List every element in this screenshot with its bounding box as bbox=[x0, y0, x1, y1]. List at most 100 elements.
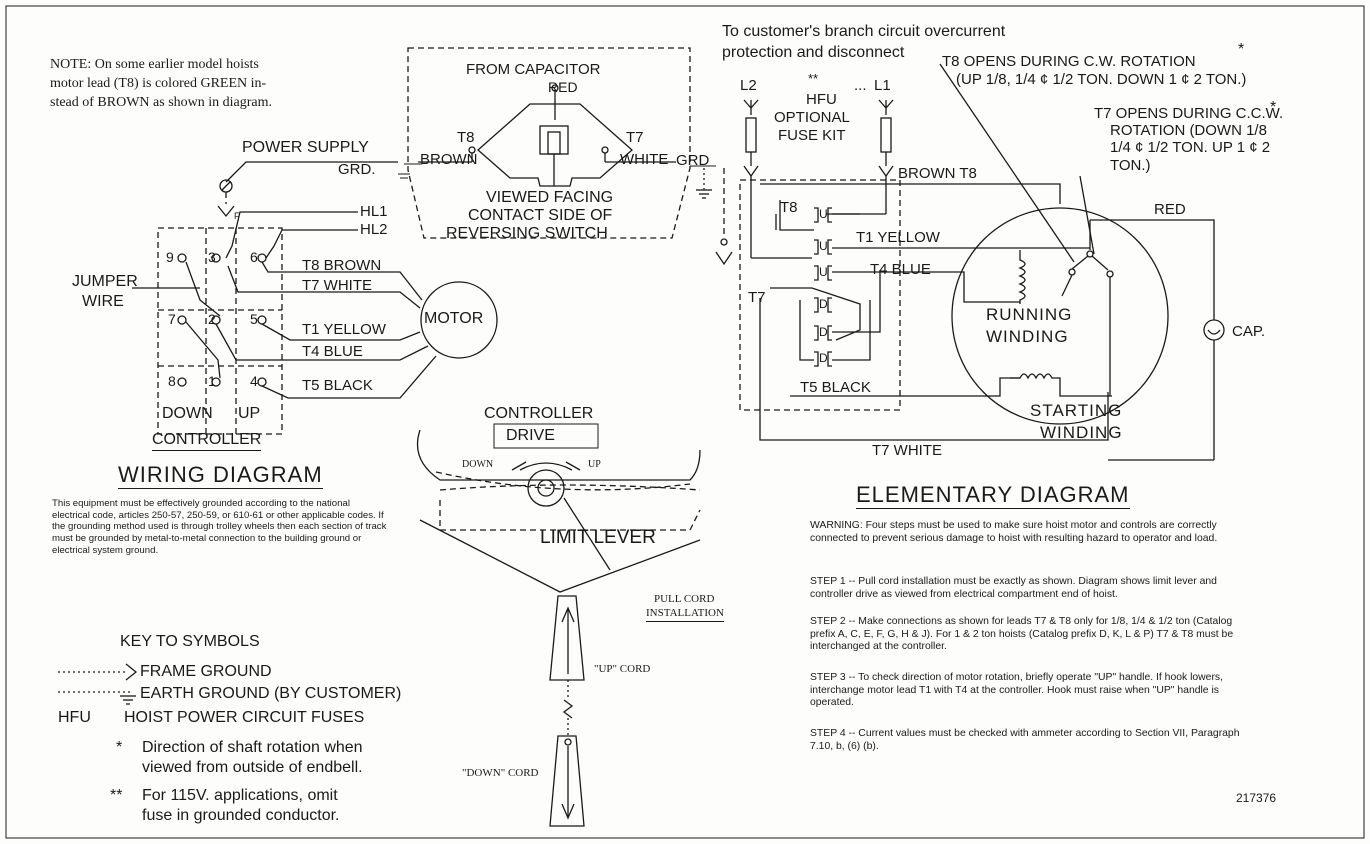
controller-label: CONTROLLER bbox=[152, 432, 262, 451]
warning-step4: STEP 4 -- Current values must be checked… bbox=[810, 728, 1240, 752]
note-line1: NOTE: On some earlier model hoists bbox=[50, 57, 259, 72]
asterisk-desc-line2: viewed from outside of endbell. bbox=[142, 759, 363, 776]
elem-t7-white-label: T7 WHITE bbox=[872, 442, 942, 459]
branch-circuit-note-line2: protection and disconnect bbox=[722, 44, 905, 61]
t7-opens-note-line1: T7 OPENS DURING C.C.W. bbox=[1094, 105, 1284, 122]
part-number: 217376 bbox=[1236, 791, 1277, 805]
warning-step2: STEP 2 -- Make connections as shown for … bbox=[810, 616, 1234, 653]
note-line3: stead of BROWN as shown in diagram. bbox=[50, 95, 273, 110]
elem-hfu-label: HFU bbox=[806, 91, 837, 108]
warning-intro: WARNING: Four steps must be used to make… bbox=[810, 520, 1218, 544]
elem-brown-t8-label: BROWN T8 bbox=[898, 165, 977, 182]
pull-cord-label-line1: PULL CORD bbox=[654, 593, 715, 605]
jumper-wire-label-line2: WIRE bbox=[82, 293, 124, 310]
lead-t8-brown: T8 BROWN bbox=[302, 257, 382, 274]
motor-label: MOTOR bbox=[424, 310, 484, 327]
grd-label-left: GRD. bbox=[338, 161, 376, 178]
elem-double-asterisk: ** bbox=[808, 71, 819, 86]
contact-u3: U bbox=[819, 265, 828, 279]
frame-ground-f-mark: F bbox=[234, 211, 240, 221]
grd-label-right: GRD bbox=[676, 152, 710, 169]
lead-t4-blue: T4 BLUE bbox=[302, 343, 363, 360]
terminal-7: 7 bbox=[168, 311, 176, 327]
contact-u2: U bbox=[819, 239, 828, 253]
drive-up-label: UP bbox=[588, 459, 601, 470]
warning-step1: STEP 1 -- Pull cord installation must be… bbox=[810, 576, 1217, 600]
elem-red-label: RED bbox=[1154, 201, 1186, 218]
asterisk-desc-line1: Direction of shaft rotation when bbox=[142, 739, 363, 756]
elem-cap-label: CAP. bbox=[1232, 323, 1266, 340]
terminal-4: 4 bbox=[250, 373, 258, 389]
contact-d2: D bbox=[819, 325, 828, 339]
viewed-facing-line1: VIEWED FACING bbox=[486, 189, 614, 206]
from-capacitor-label: FROM CAPACITOR bbox=[466, 61, 601, 78]
elem-fuse-kit-label: FUSE KIT bbox=[778, 127, 846, 144]
elem-t1-yellow-label: T1 YELLOW bbox=[856, 229, 940, 246]
switch-t7-label: T7 bbox=[626, 129, 644, 146]
down-cord-label: "DOWN" CORD bbox=[462, 767, 539, 779]
drive-down-label: DOWN bbox=[462, 459, 494, 470]
hfu-symbol: HFU bbox=[58, 709, 91, 726]
lead-t5-black: T5 BLACK bbox=[302, 377, 373, 394]
t7-opens-asterisk: * bbox=[1270, 99, 1277, 116]
warning-step3: STEP 3 -- To check direction of motor ro… bbox=[810, 672, 1224, 709]
jumper-wire-label-line1: JUMPER bbox=[72, 273, 138, 290]
lead-t1-yellow: T1 YELLOW bbox=[302, 321, 386, 338]
hl2-label: HL2 bbox=[360, 221, 388, 238]
t7-opens-note-line4: TON.) bbox=[1110, 157, 1151, 174]
viewed-facing-line3: REVERSING SWITCH bbox=[446, 225, 608, 242]
switch-white-label: WHITE bbox=[620, 151, 669, 168]
running-winding-label-line1: RUNNING bbox=[986, 305, 1073, 324]
viewed-facing-line2: CONTACT SIDE OF bbox=[468, 207, 613, 224]
starting-winding-label-line2: WINDING bbox=[1040, 423, 1123, 442]
terminal-1: 1 bbox=[208, 373, 216, 389]
asterisk-symbol: * bbox=[116, 739, 123, 756]
elem-t5-black-label: T5 BLACK bbox=[800, 379, 871, 396]
earth-ground-desc: EARTH GROUND (BY CUSTOMER) bbox=[140, 685, 402, 702]
up-cord-label: "UP" CORD bbox=[594, 663, 651, 675]
t8-opens-note-line2: (UP 1/8, 1/4 ¢ 1/2 TON. DOWN 1 ¢ 2 TON.) bbox=[956, 71, 1247, 88]
hfu-desc: HOIST POWER CIRCUIT FUSES bbox=[124, 709, 365, 726]
terminal-9: 9 bbox=[166, 249, 174, 265]
t8-opens-asterisk: * bbox=[1238, 41, 1245, 58]
terminal-6: 6 bbox=[250, 249, 258, 265]
elem-dots: ... bbox=[854, 77, 867, 94]
running-winding-label-line2: WINDING bbox=[986, 327, 1069, 346]
elem-l1-label: L1 bbox=[874, 77, 891, 94]
elem-t8-label: T8 bbox=[780, 199, 798, 216]
terminal-8: 8 bbox=[168, 373, 176, 389]
t7-opens-note-line3: 1/4 ¢ 1/2 TON. UP 1 ¢ 2 bbox=[1110, 139, 1271, 156]
lead-t7-white: T7 WHITE bbox=[302, 277, 372, 294]
elementary-diagram-title: ELEMENTARY DIAGRAM bbox=[856, 482, 1130, 509]
double-asterisk-desc-line2: fuse in grounded conductor. bbox=[142, 807, 340, 824]
elem-t4-blue-label: T4 BLUE bbox=[870, 261, 931, 278]
contact-u1: U bbox=[819, 207, 828, 221]
elem-optional-label: OPTIONAL bbox=[774, 109, 850, 126]
power-supply-label: POWER SUPPLY bbox=[242, 139, 369, 156]
terminal-5: 5 bbox=[250, 311, 258, 327]
t8-opens-note-line1: T8 OPENS DURING C.W. ROTATION bbox=[942, 53, 1196, 70]
hl1-label: HL1 bbox=[360, 203, 388, 220]
controller-drive-label-line1: CONTROLLER bbox=[484, 405, 594, 422]
terminal-2: 2 bbox=[208, 311, 216, 327]
grounding-paragraph: This equipment must be effectively groun… bbox=[52, 498, 387, 556]
switch-brown-label: BROWN bbox=[420, 151, 478, 168]
contact-d3: D bbox=[819, 351, 828, 365]
double-asterisk-desc-line1: For 115V. applications, omit bbox=[142, 787, 338, 804]
limit-lever-label: LIMIT LEVER bbox=[540, 527, 656, 548]
capacitor-red-label: RED bbox=[548, 79, 578, 95]
key-to-symbols-title: KEY TO SYMBOLS bbox=[120, 633, 260, 650]
t7-opens-note-line2: ROTATION (DOWN 1/8 bbox=[1110, 122, 1267, 139]
branch-circuit-note-line1: To customer's branch circuit overcurrent bbox=[722, 23, 1006, 40]
note-line2: motor lead (T8) is colored GREEN in- bbox=[50, 76, 267, 91]
controller-drive-label-line2: DRIVE bbox=[506, 427, 555, 444]
elem-l2-label: L2 bbox=[740, 77, 757, 94]
wiring-diagram-title: WIRING DIAGRAM bbox=[118, 462, 323, 489]
starting-winding-label-line1: STARTING bbox=[1030, 401, 1123, 420]
double-asterisk-symbol: ** bbox=[110, 787, 123, 804]
terminal-3: 3 bbox=[208, 249, 216, 265]
controller-up-label: UP bbox=[238, 405, 261, 422]
contact-d1: D bbox=[819, 297, 828, 311]
